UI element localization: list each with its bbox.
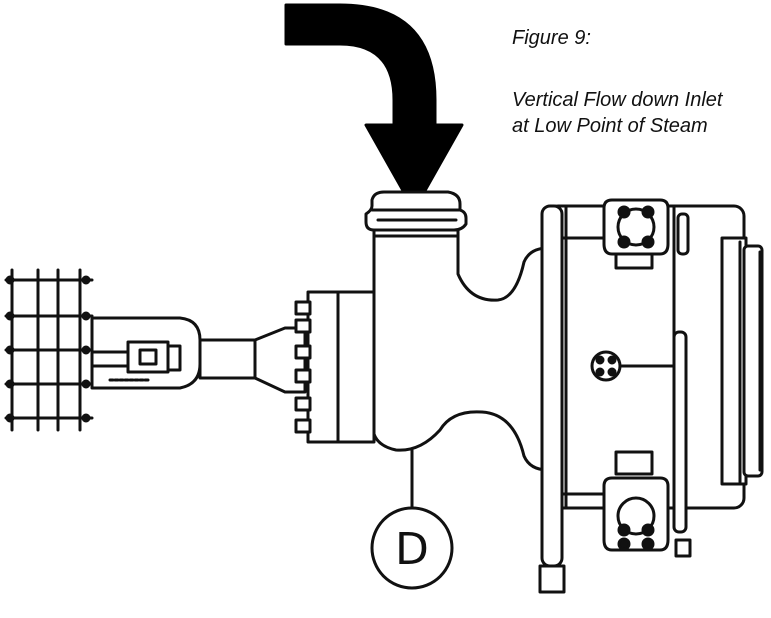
actuator-frame [4, 268, 94, 432]
actuator-yoke [90, 316, 202, 390]
side-mounting-port [590, 330, 688, 534]
flow-arrow-icon [284, 3, 464, 212]
callout-marker [370, 506, 454, 590]
figure-description: Vertical Flow down Inlet at Low Point of… [512, 87, 771, 139]
callout-label: D [395, 524, 429, 575]
bonnet-flange [294, 290, 376, 444]
figure-description-line-2: at Low Point of Steam [512, 115, 708, 137]
valve-stem-neck [198, 326, 307, 394]
valve-body [372, 230, 550, 472]
figure-description-line-1: Vertical Flow down Inlet [512, 89, 723, 111]
pressure-chamber [546, 204, 764, 510]
support-leg [538, 204, 606, 594]
top-nozzle [602, 198, 670, 270]
right-fitting [674, 212, 692, 558]
inlet-flange [364, 190, 468, 238]
figure-title: Figure 9: [512, 27, 591, 49]
bottom-nozzle [602, 450, 670, 552]
